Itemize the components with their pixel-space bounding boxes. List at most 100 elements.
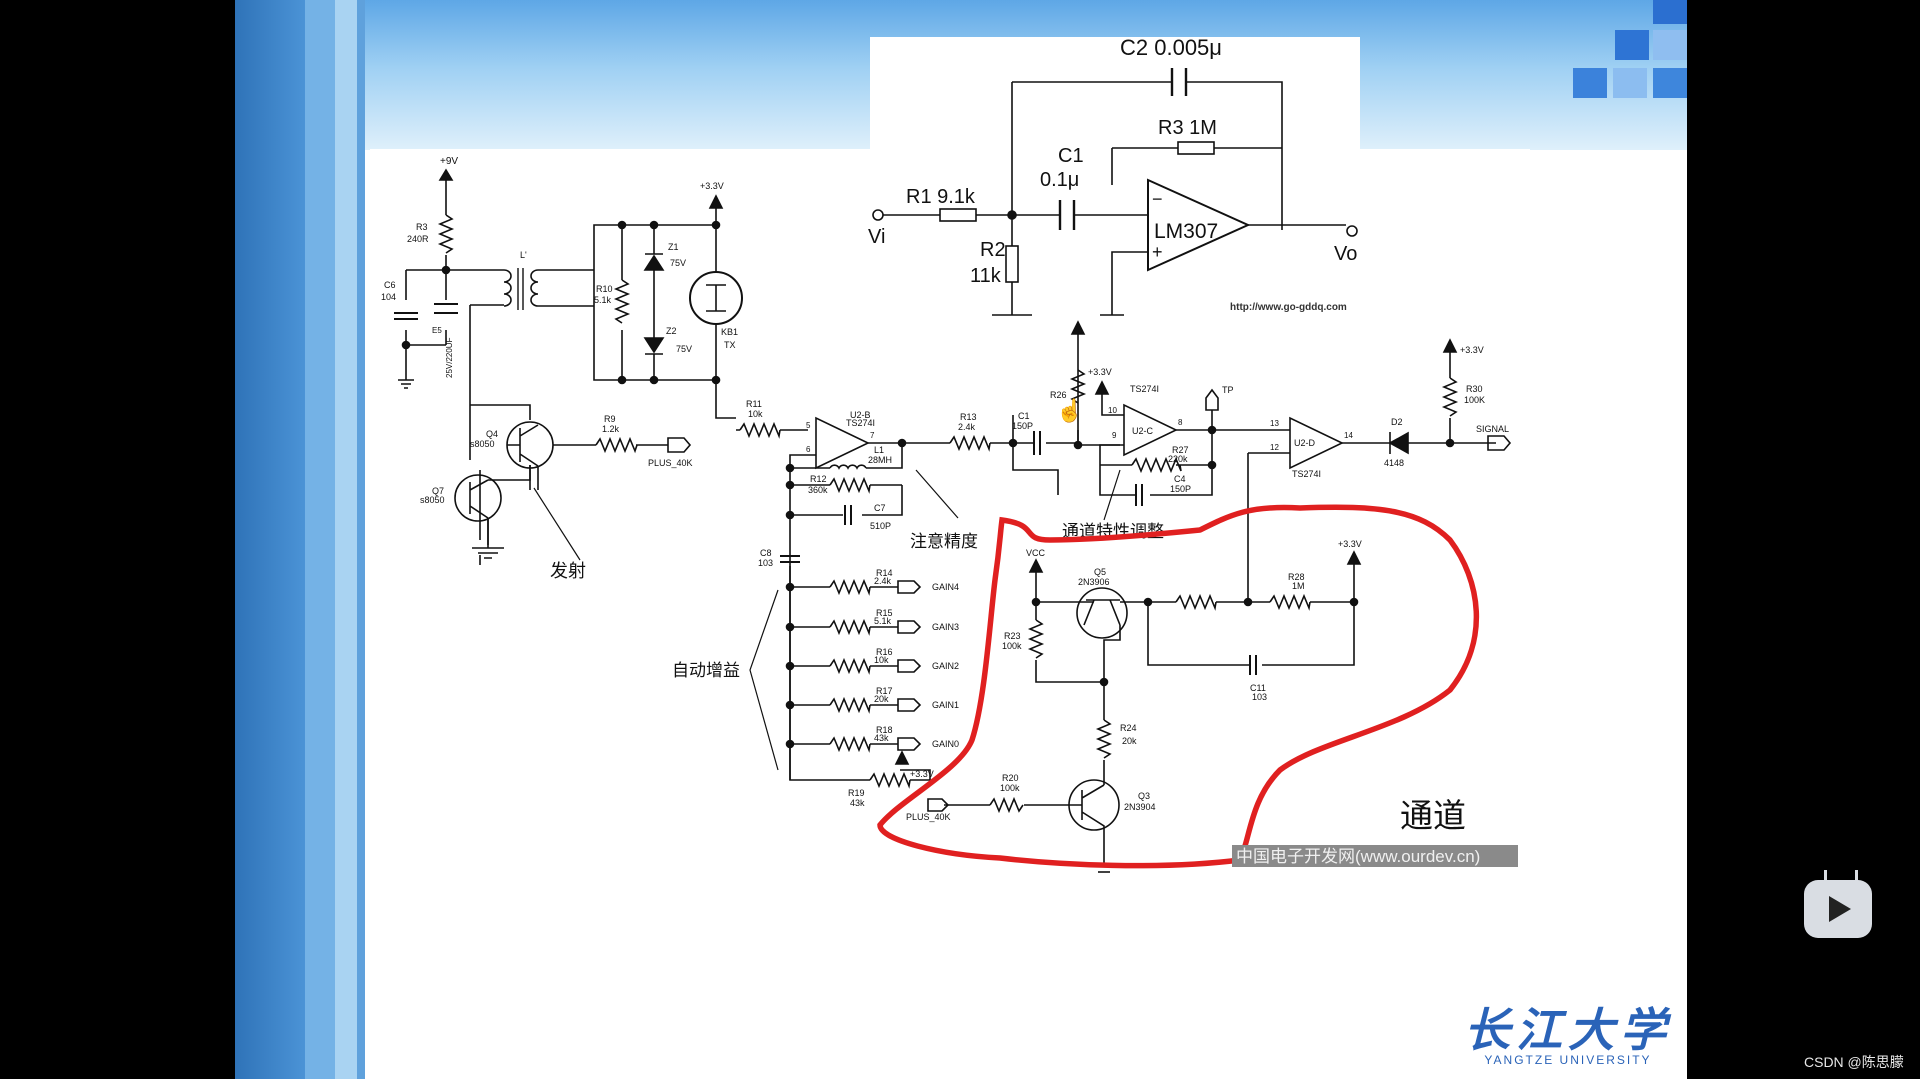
c1-label: C1 [1018,411,1030,421]
r28-label: R28 [1288,572,1305,582]
gain-resistor-label: R16 [876,647,893,657]
r26-label: R26 [1050,390,1067,400]
r9-value: 1.2k [602,424,620,434]
zhuyi-annotation: 注意精度 [910,532,978,551]
plus33-arrow [1070,320,1086,335]
resistor-r30 [1441,377,1459,417]
pointer-line [749,589,779,771]
inset-schematic-area [870,37,1360,337]
c1-value: 150P [1012,421,1033,431]
z1-label: Z1 [668,242,679,252]
gain-resistor-value: 2.4k [874,576,892,586]
plus40k-label-2: PLUS_40K [906,812,951,822]
transmit-section: +9V R3 240R C6 104 E5 25V/220UF L' R10 5… [381,156,743,581]
wire [789,442,945,780]
junction [1031,597,1041,607]
junction [785,463,795,473]
channel-highlight-outline [877,504,1479,869]
r10-label: R10 [596,284,613,294]
gain-port [897,620,922,634]
inset-opamp-lm307 [1147,178,1251,272]
inset-r1-label: R1 9.1k [906,186,976,208]
resistor-r26 [1069,369,1087,404]
play-icon [1829,896,1851,922]
resistor-r16 [829,657,871,675]
wire [1212,429,1290,603]
ground-symbol [472,518,504,559]
z2-label: Z2 [666,326,677,336]
gain-port [897,698,922,712]
r13-value: 2.4k [958,422,976,432]
plus33-top-label: +3.3V [700,181,724,191]
wire [470,269,504,306]
inset-c1-value: 0.1μ [1040,169,1079,191]
left-stripe-thin [335,0,357,1079]
amplifier-section: R11 10k U2-B TS274I 5 6 7 L1 28MH R12 36… [736,320,1512,780]
r27-value: 220k [1168,454,1188,464]
watermark-bg [1232,845,1518,867]
ground-symbol [398,379,414,389]
left-stripe [235,0,305,1079]
gain-port [897,659,922,673]
tp-port [1205,388,1219,430]
u2c-label: U2-C [1132,426,1154,436]
video-play-button[interactable] [1804,870,1872,938]
plus33-arrow [708,194,724,209]
deco-square [1615,30,1649,60]
r23-value: 100k [1002,641,1022,651]
r3-value: 240R [407,234,429,244]
junction [1073,440,1083,450]
tongdao-label: 通道 [1400,797,1466,834]
c8-value: 103 [758,558,773,568]
resistor-r15 [829,618,871,636]
junction [897,438,907,448]
l1-label: L1 [874,445,884,455]
pin-label: 6 [806,445,811,454]
pin-label: 14 [1344,431,1353,440]
gain-port-label: GAIN1 [932,700,959,710]
inset-wire [992,215,1032,316]
q4-value: s8050 [470,439,495,449]
gain-port-label: GAIN3 [932,622,959,632]
inset-wire [1100,224,1346,316]
r27-label: R27 [1172,445,1189,455]
opamp-u2c [1123,403,1178,457]
r24-value: 20k [1122,736,1137,746]
deco-square [1653,0,1687,24]
gain-resistor-value: 5.1k [874,616,892,626]
wire [715,208,736,419]
cap-c5 [434,303,458,314]
gain-resistor-label: R14 [876,568,893,578]
inset-r3-label: R3 1M [1158,117,1217,139]
transformer-label: L' [520,250,527,260]
resistor-r3 [437,214,455,254]
gain-port-label: GAIN4 [932,582,959,592]
r28-value: 1M [1292,581,1305,591]
opamp-u2d [1289,416,1344,470]
q5-label: Q5 [1094,567,1106,577]
fashe-annotation: 发射 [550,561,586,581]
transformer-primary [503,269,512,307]
plus9v-arrow [438,168,454,181]
pin-label: 5 [806,421,811,430]
zidong-annotation: 自动增益 [672,661,740,680]
inset-vi-label: Vi [868,226,885,248]
gain-port-label: GAIN2 [932,661,959,671]
plus33-low-label: +3.3V [910,769,934,779]
inset-r2-value: 11k [970,265,1002,287]
cursor-hand: ☝ [1056,397,1083,424]
junction [1243,597,1253,607]
inset-wire [1011,81,1283,230]
wire [1147,601,1355,666]
z1-value: 75V [670,258,686,268]
resistor-r9 [595,436,638,454]
resistor-r20 [989,796,1024,814]
q5-value: 2N3906 [1078,577,1110,587]
c11-label: C11 [1250,683,1266,693]
transistor-q7 [454,474,502,522]
left-stripe-edge [357,0,365,1079]
inset-wire [1111,147,1282,185]
transistor-q3-pins [1030,784,1105,865]
q7-value: s8050 [420,495,445,505]
